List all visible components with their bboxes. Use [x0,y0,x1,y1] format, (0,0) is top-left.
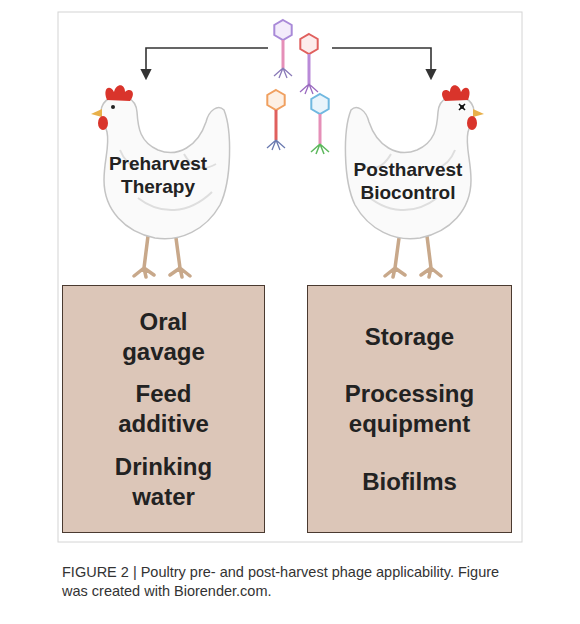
phage-icon [300,34,318,94]
figure-caption: FIGURE 2 | Poultry pre- and post-harvest… [62,563,522,601]
method-text: Drinking water [104,452,224,512]
method-box: Oral gavageFeed additiveDrinking water [62,285,265,533]
flow-arrow [146,48,268,78]
chicken-node: Preharvest Therapy [80,80,232,280]
method-text: Processing equipment [320,379,500,439]
phage-icon [311,94,329,154]
flow-arrow [332,48,431,78]
phage-icon [267,90,285,150]
phage-icon [274,20,292,78]
method-text: Biofilms [320,467,500,497]
stage-label: Preharvest Therapy [83,152,233,198]
method-text: Storage [320,322,500,352]
figure-frame [58,12,522,542]
stage-label: Postharvest Biocontrol [343,158,473,204]
method-text: Oral gavage [104,307,224,367]
method-text: Feed additive [104,379,224,439]
method-box: StorageProcessing equipmentBiofilms [307,285,512,533]
chicken-node: Postharvest Biocontrol [343,80,495,280]
